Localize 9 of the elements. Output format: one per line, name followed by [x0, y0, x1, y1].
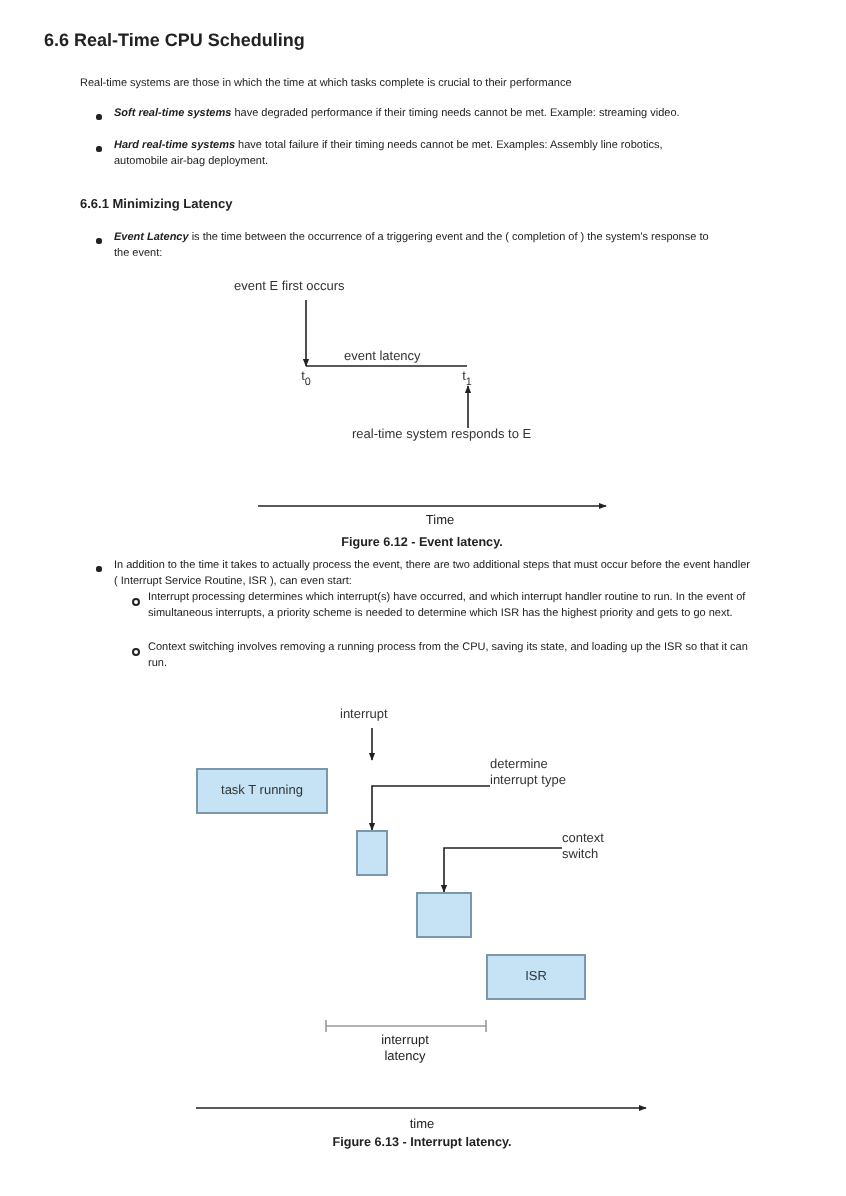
process-box [356, 830, 388, 876]
arrow [368, 727, 376, 761]
arrow [368, 785, 491, 831]
arrow [464, 385, 472, 429]
connector-line [305, 365, 468, 367]
process-box [416, 892, 472, 938]
arrow [440, 847, 563, 893]
arrow [302, 299, 310, 367]
section-heading: 6.6 Real-Time CPU Scheduling [44, 30, 305, 52]
